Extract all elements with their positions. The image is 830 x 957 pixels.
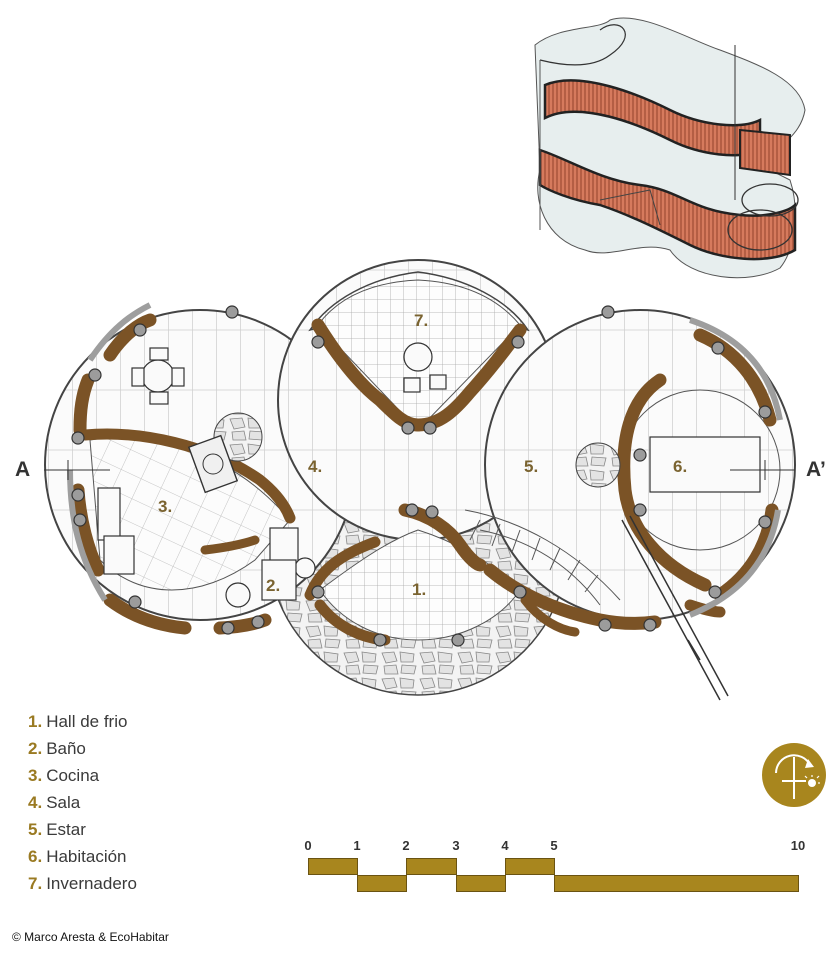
- scale-segment: [554, 875, 799, 892]
- room-legend: 1.Hall de frio 2.Baño 3.Cocina 4.Sala 5.…: [28, 708, 137, 897]
- scale-segment: [357, 875, 407, 892]
- legend-item: 1.Hall de frio: [28, 708, 137, 735]
- legend-number: 3.: [28, 766, 43, 785]
- scale-tick: 10: [790, 838, 806, 853]
- room-label-6: 6.: [673, 457, 688, 476]
- scale-tick: 1: [353, 838, 361, 853]
- legend-number: 1.: [28, 712, 43, 731]
- legend-name: Habitación: [46, 847, 127, 866]
- legend-number: 2.: [28, 739, 43, 758]
- legend-item: 3.Cocina: [28, 762, 137, 789]
- legend-name: Estar: [46, 820, 86, 839]
- room-label-5: 5.: [524, 457, 539, 476]
- scale-tick: 4: [501, 838, 509, 853]
- scale-tick: 3: [452, 838, 460, 853]
- legend-name: Cocina: [46, 766, 100, 785]
- legend-item: 7.Invernadero: [28, 870, 137, 897]
- room-label-2: 2.: [266, 576, 281, 595]
- sun-compass-icon: [762, 743, 826, 807]
- legend-name: Sala: [46, 793, 81, 812]
- floor-plan: [44, 259, 796, 701]
- scale-segment: [406, 858, 457, 875]
- room-label-7: 7.: [414, 311, 429, 330]
- legend-number: 4.: [28, 793, 43, 812]
- scale-tick: 2: [402, 838, 410, 853]
- room-label-3: 3.: [158, 497, 173, 516]
- legend-item: 6.Habitación: [28, 843, 137, 870]
- scale-segment: [505, 858, 555, 875]
- legend-name: Baño: [46, 739, 86, 758]
- section-marker-start: A: [15, 458, 31, 481]
- scale-tick: 0: [304, 838, 312, 853]
- legend-number: 6.: [28, 847, 43, 866]
- legend-name: Hall de frio: [46, 712, 128, 731]
- legend-item: 2.Baño: [28, 735, 137, 762]
- copyright-notice: © Marco Aresta & EcoHabitar: [12, 930, 169, 944]
- legend-name: Invernadero: [46, 874, 137, 893]
- room-label-4: 4.: [308, 457, 323, 476]
- legend-number: 7.: [28, 874, 43, 893]
- legend-number: 5.: [28, 820, 43, 839]
- legend-item: 4.Sala: [28, 789, 137, 816]
- section-marker-end: A’: [806, 458, 826, 481]
- scale-segment: [308, 858, 358, 875]
- scale-segment: [456, 875, 506, 892]
- legend-item: 5.Estar: [28, 816, 137, 843]
- axonometric-sketch: [534, 17, 806, 279]
- section-line: [44, 460, 795, 480]
- scale-tick: 5: [550, 838, 558, 853]
- scale-bar: 0 1 2 3 4 5 10: [304, 838, 805, 898]
- room-label-1: 1.: [412, 580, 427, 599]
